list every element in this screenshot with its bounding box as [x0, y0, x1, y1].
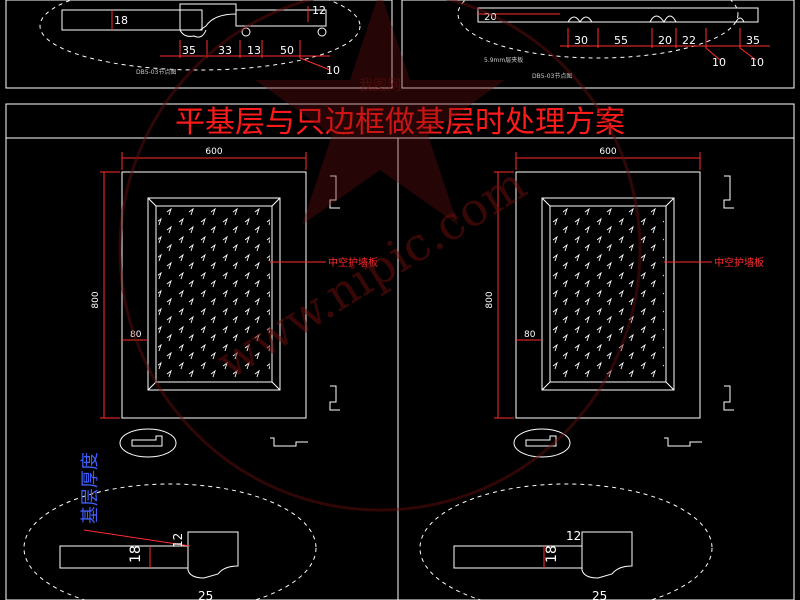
left-panel-outer [121, 171, 307, 419]
right-height-label: 800 [485, 291, 495, 308]
top-left-dim-label-1: 18 [114, 14, 128, 27]
right-miter-4 [665, 381, 675, 391]
top-right-leader-2 [739, 47, 757, 61]
top-left-profile-curve [179, 29, 207, 38]
watermark-ring [118, 0, 642, 512]
top-right-dim-label-3: 55 [614, 34, 628, 47]
top-right-bead-2 [649, 15, 677, 23]
top-left-dim-label-4: 33 [218, 44, 232, 57]
top-left-dim-label-2: 12 [312, 4, 326, 17]
top-right-dim-label-7: 10 [712, 56, 726, 69]
right-panel-elevation: 600 800 80 中空护墙板 [485, 147, 764, 458]
right-detail-profile [581, 531, 633, 579]
top-left-profile [179, 3, 237, 31]
right-panel-frame-inner [549, 205, 667, 383]
left-panel-hatch [158, 208, 270, 380]
top-left-caption: DB5-03节点图 [136, 68, 176, 76]
watermark-star [255, 0, 505, 225]
top-right-frame [401, 0, 795, 89]
top-right-detail-ellipse [457, 0, 739, 59]
top-right-dim-label-1: 20 [484, 12, 497, 23]
left-section-shape [131, 435, 163, 447]
top-right-board [477, 7, 759, 23]
top-left-board [61, 9, 203, 31]
right-panel-frame-outer [541, 197, 675, 391]
right-miter-1 [541, 197, 551, 207]
top-right-caption-a: 5.9mm层夹板 [484, 56, 523, 64]
left-miter-3 [147, 381, 157, 391]
right-detail-board [453, 545, 583, 569]
left-detail-profile [187, 531, 239, 579]
right-width-label: 600 [599, 147, 616, 157]
top-left-nail-2 [317, 27, 327, 37]
right-panel-hatch [552, 208, 664, 380]
left-bottom-detail: 18 12 25 基层厚度 [23, 452, 317, 600]
right-detail-ellipse [419, 483, 713, 600]
top-right-bead-3 [735, 17, 745, 23]
left-detail-board [59, 545, 189, 569]
right-detail-dim-label-2: 12 [566, 529, 581, 543]
left-detail-dim-label-2: 12 [171, 533, 185, 548]
right-section-oval [513, 428, 571, 458]
left-miter-2 [271, 197, 281, 207]
left-panel-frame-inner [155, 205, 273, 383]
left-detail-ellipse [23, 483, 317, 600]
left-detail-blue-leader [83, 529, 191, 547]
left-detail-dim-label-1: 18 [128, 545, 144, 563]
left-bottom-rail [270, 437, 308, 447]
left-side-profile-bottom [329, 385, 340, 411]
top-left-dim-label-3: 35 [182, 44, 196, 57]
right-miter-2 [665, 197, 675, 207]
left-width-label: 600 [205, 147, 222, 157]
top-right-caption-b: DB5-03节点图 [532, 72, 572, 80]
top-left-detail-ellipse [39, 0, 361, 71]
top-left-detail: 18 12 35 33 13 50 10 DB5-03节点图 [39, 0, 361, 77]
drawing-title: 平基层与只边框做基层时处理方案 [175, 105, 625, 140]
top-right-dim-label-4: 20 [658, 34, 672, 47]
top-left-dim-label-7: 10 [326, 64, 340, 77]
left-panel-frame-outer [147, 197, 281, 391]
right-bottom-rail [664, 437, 702, 447]
right-bottom-detail: 18 12 25 [419, 483, 713, 600]
left-detail-dim-label-3: 25 [198, 589, 213, 600]
left-miter-1 [147, 197, 157, 207]
right-panel-frame [397, 137, 795, 600]
left-miter-4 [271, 381, 281, 391]
left-panel-elevation: 600 800 80 中空护墙板 [91, 147, 378, 458]
top-left-dim-label-6: 50 [280, 44, 294, 57]
top-left-leader [299, 57, 331, 71]
top-left-nail [241, 27, 251, 37]
right-panel-outer [515, 171, 701, 419]
watermark-brand: 我图网 [359, 78, 401, 94]
top-right-dim-label-5: 22 [682, 34, 696, 47]
top-left-board-2 [235, 9, 327, 27]
right-callout-label: 中空护墙板 [714, 256, 764, 269]
left-height-label: 800 [91, 291, 101, 308]
top-right-bead-1 [567, 16, 593, 23]
right-side-profile-bottom [723, 385, 734, 411]
top-left-frame [5, 0, 393, 89]
left-detail-blue-label: 基层厚度 [80, 452, 101, 524]
top-left-dim-label-5: 13 [247, 44, 261, 57]
top-right-detail: 20 30 55 20 22 35 10 10 5.9mm层夹板 DB5-03节… [457, 0, 770, 80]
right-detail-dim-label-1: 18 [544, 545, 560, 563]
top-right-dim-label-2: 30 [574, 34, 588, 47]
right-detail-dim-label-3: 25 [592, 589, 607, 600]
right-miter-3 [541, 381, 551, 391]
left-border-label: 80 [130, 330, 142, 340]
right-section-shape [525, 435, 557, 447]
left-side-profile-top [329, 175, 340, 209]
top-right-leader-1 [705, 47, 721, 61]
right-border-label: 80 [524, 330, 536, 340]
top-right-dim-label-6: 35 [746, 34, 760, 47]
top-right-dim-label-8: 10 [750, 56, 764, 69]
left-callout-label: 中空护墙板 [328, 256, 378, 269]
right-side-profile-top [723, 175, 734, 209]
left-section-oval [119, 428, 177, 458]
